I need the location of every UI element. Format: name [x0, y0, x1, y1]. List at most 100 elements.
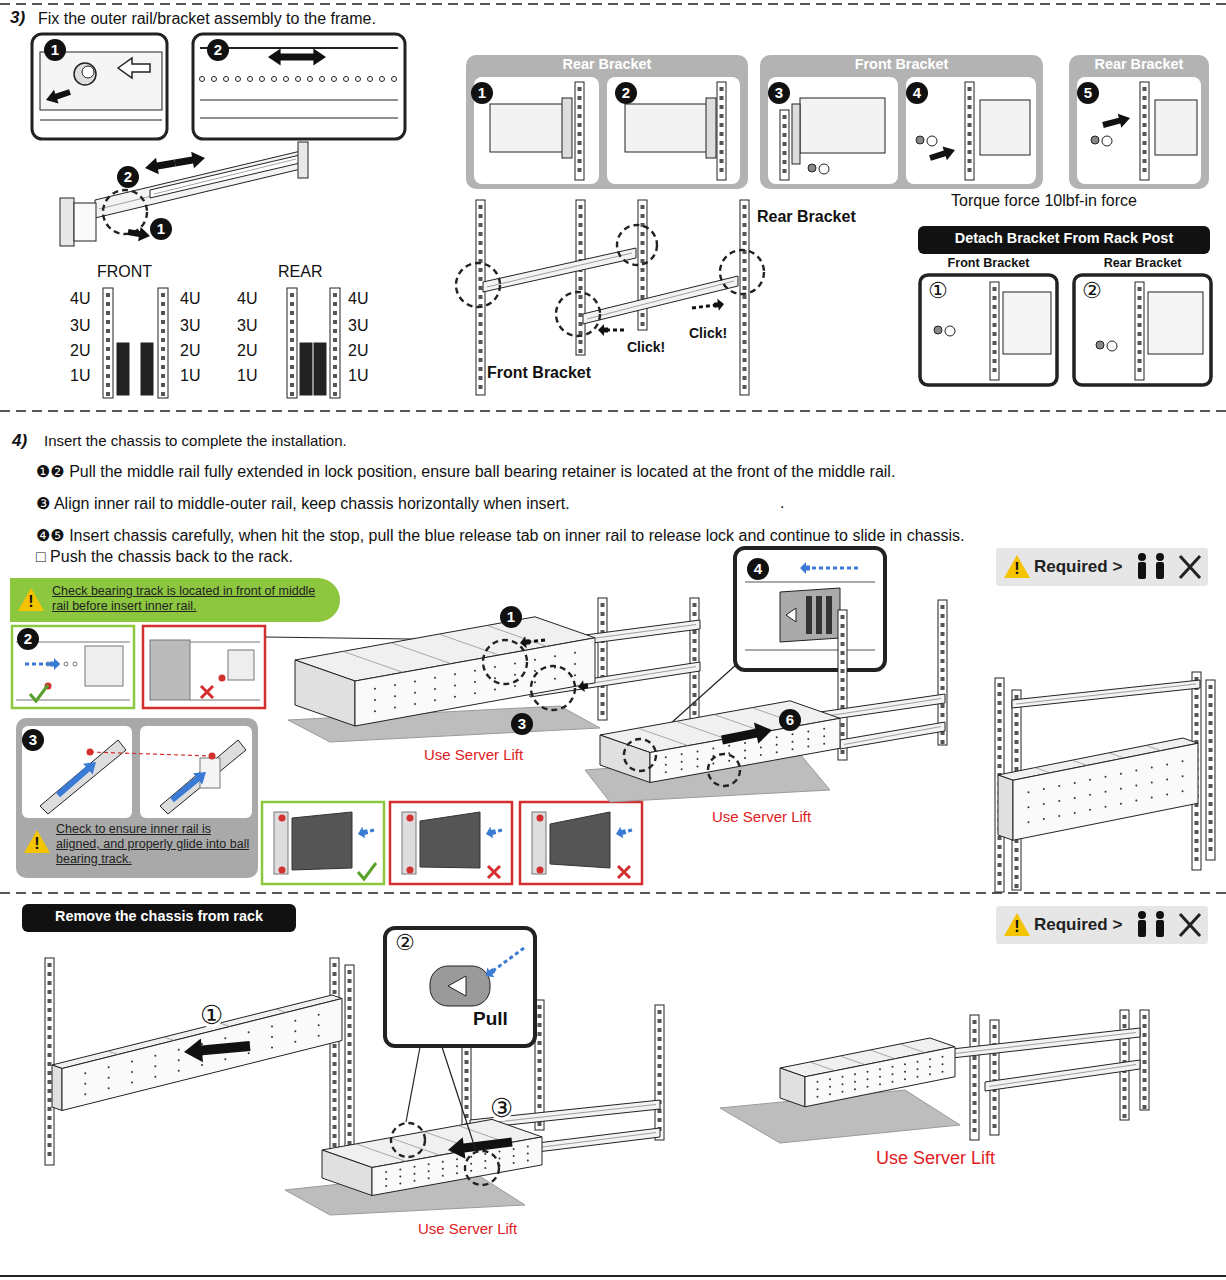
rack-hole: [48, 1152, 52, 1156]
part-label: Rear Bracket: [757, 208, 856, 226]
rack-hole: [290, 347, 294, 351]
rack-hole: [579, 214, 583, 218]
release-knob: [74, 63, 96, 85]
rack-hole: [973, 1110, 977, 1114]
arrow: [448, 1137, 513, 1158]
vent-hole: [271, 1026, 273, 1028]
rail-bracket: [141, 343, 153, 395]
warning-note: Use Server Lift: [876, 1148, 995, 1169]
rack-hole: [106, 365, 110, 369]
rack-hole: [968, 159, 972, 163]
vent-hole: [131, 1071, 133, 1073]
vent-hole: [823, 743, 825, 745]
rack-hole: [941, 740, 945, 744]
rack-hole: [1143, 96, 1147, 100]
rack-hole: [1015, 749, 1019, 753]
rack-hole: [333, 329, 337, 333]
rack-hole: [1123, 1114, 1127, 1118]
rack-hole: [841, 660, 845, 664]
rack-hole: [841, 624, 845, 628]
vent-hole: [271, 1047, 273, 1049]
rack-hole: [465, 1051, 469, 1055]
rack-post: [287, 288, 297, 398]
rack-hole: [348, 988, 352, 992]
person-icon: [1156, 911, 1164, 919]
vent-hole: [1074, 797, 1076, 799]
rack-hole: [579, 286, 583, 290]
rack-hole: [48, 1035, 52, 1039]
rack-hole: [693, 711, 697, 715]
vent-hole: [318, 1035, 320, 1037]
rack-hole: [641, 277, 645, 281]
rack-hole: [968, 114, 972, 118]
rack-hole: [479, 385, 483, 389]
vent-hole: [374, 710, 376, 712]
rack-hole: [578, 96, 582, 100]
rail: [1148, 292, 1203, 354]
vent-hole: [456, 1165, 458, 1167]
rack-hole: [1138, 287, 1142, 291]
rack-hole: [1143, 141, 1147, 145]
section-divider: [0, 3, 1226, 5]
rack-hole: [743, 358, 747, 362]
sub-panel: [140, 726, 252, 818]
vent-hole: [374, 688, 376, 690]
vent-hole: [744, 742, 746, 744]
dashed-circle: [556, 292, 600, 336]
vent-hole: [817, 1088, 819, 1090]
vent-hole: [499, 1158, 501, 1160]
rack-hole: [1015, 740, 1019, 744]
rack-hole: [993, 323, 997, 327]
rack-hole: [993, 1061, 997, 1065]
rack-hole: [106, 383, 110, 387]
chassis-side: [372, 1137, 542, 1196]
sub-panel: [768, 77, 898, 184]
rack-hole: [479, 268, 483, 272]
instruction: □ Push the chassis back to the rack.: [36, 548, 293, 566]
rack-hole: [1195, 857, 1199, 861]
rack-hole: [578, 159, 582, 163]
warning-icon: !: [18, 588, 44, 611]
vent-hole: [892, 1081, 894, 1083]
rack-hole: [1015, 758, 1019, 762]
release-tab: [448, 976, 466, 996]
rack-hole: [1123, 1087, 1127, 1091]
chassis-side: [62, 999, 342, 1111]
rail-hole: [64, 662, 68, 666]
vent-hole: [728, 745, 730, 747]
vent-hole: [108, 1087, 110, 1089]
inset-panel: [920, 275, 1057, 385]
vent-hole: [681, 761, 683, 763]
vent-hole: [1105, 806, 1107, 808]
rack-hole: [479, 376, 483, 380]
rail-bracket: [298, 142, 308, 178]
rack-hole: [333, 302, 337, 306]
vent-hole: [456, 1172, 458, 1174]
rack-hole: [1209, 784, 1213, 788]
rack-hole: [841, 633, 845, 637]
vent-hole: [1043, 803, 1045, 805]
dashed-arrow: [25, 663, 52, 666]
rack-hole: [998, 854, 1002, 858]
rack-hole: [290, 293, 294, 297]
vent-hole: [892, 1073, 894, 1075]
sub-panel: [1077, 77, 1201, 184]
double-arrow: [268, 49, 297, 66]
dashed-arrow: [808, 567, 858, 570]
rack-hole: [333, 311, 337, 315]
rack-hole: [968, 132, 972, 136]
rack-hole: [941, 623, 945, 627]
rack-hole: [1143, 132, 1147, 136]
inset-panel: [193, 34, 405, 139]
rack-hole: [968, 150, 972, 154]
rack-hole: [48, 1062, 52, 1066]
vent-hole: [1043, 788, 1045, 790]
vent-hole: [574, 674, 576, 676]
rack-hole: [1209, 811, 1213, 815]
rack-hole: [1143, 114, 1147, 118]
vent-hole: [394, 695, 396, 697]
rail-hole: [344, 77, 349, 82]
vent-hole: [792, 733, 794, 735]
vent-hole: [807, 746, 809, 748]
rack-hole: [601, 603, 605, 607]
